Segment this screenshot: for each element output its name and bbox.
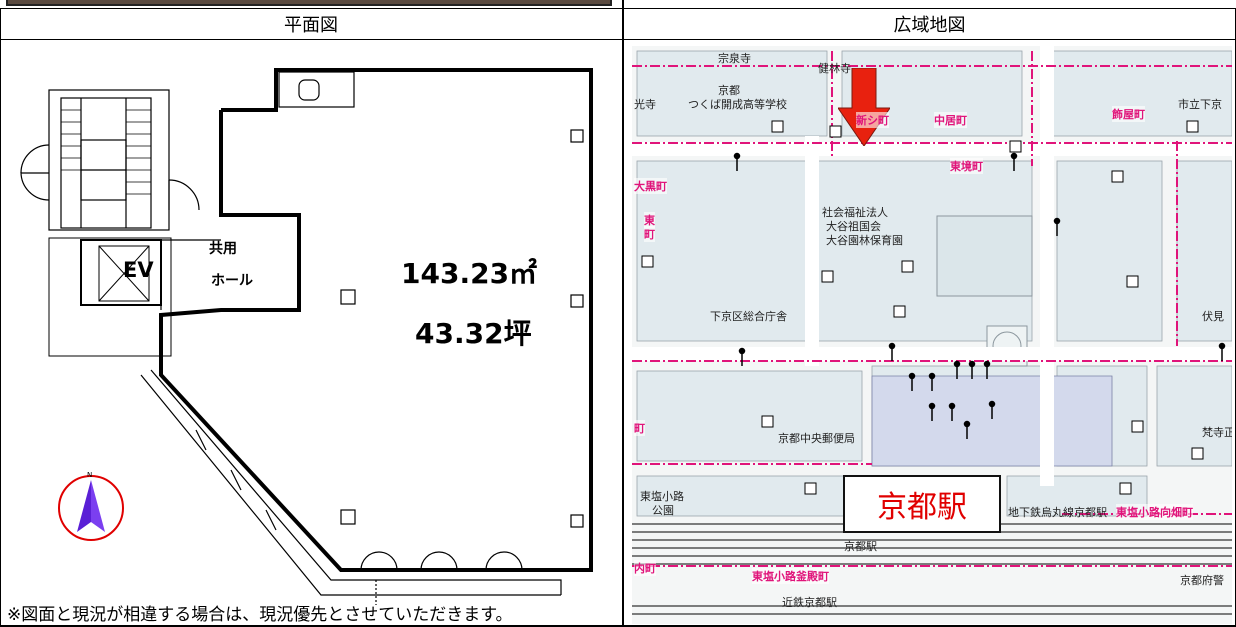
map-label-shimogyo-office: 下京区総合庁舎 [710,310,787,323]
disclaimer-note: ※図面と現況が相違する場合は、現況優先とさせていただきます。 [7,605,513,625]
common-hall-label-1: 共用 [209,241,237,257]
map-label-higashi: 東 [644,212,655,228]
common-hall-label-2: ホール [211,273,253,289]
floor-plan-header: 平面図 [284,15,338,36]
map-label-kajiya-cho: 飾屋町 [1112,106,1145,122]
map-label-subway-station: 地下鉄烏丸線京都駅 [1008,506,1107,519]
map-label-bonji: 梵寺正 [1202,426,1232,439]
map-label-machi: 町 [644,226,655,242]
north-compass [58,475,124,541]
map-label-nakai-cho: 中居町 [934,112,967,128]
ev-label: EV [123,258,154,282]
railway [632,523,1232,615]
map-label-mukaihata: 東塩小路向畑町 [1116,504,1193,520]
north-label: N [87,471,92,479]
elevator-shaft [48,237,172,357]
map-label-kyoto-fu-police: 京都府警 [1180,574,1224,587]
map-roads [632,46,1232,486]
floor-plan-cell: N EV 共用 ホール 143.23㎡ 43.32坪 ※図面と現況が相違する場合… [1,40,622,625]
map-label-kyoto-eki-small: 京都駅 [844,540,877,553]
table-left-border [0,8,1,627]
map-label-otani-sendo: 大谷祖国会 [826,220,881,233]
map-label-kyoto: 京都 [718,84,740,97]
wide-area-map: 宗泉寺 健林寺 京都 光寺 つくば開成高等学校 新シ町 中居町 飾屋町 市立下京… [632,46,1232,624]
map-label-kamidan: 東塩小路釜殿町 [752,568,829,584]
map-label-seki-cho: 町 [634,420,645,436]
map-label-otani-hoikuen: 大谷園林保育園 [826,234,903,247]
bus-stops [733,152,1226,439]
map-label-shinshi-cho: 新シ町 [856,112,889,128]
map-drawing [632,46,1232,624]
map-label-shinmachi: 内町 [634,560,656,576]
map-label-kenrinji: 健林寺 [818,62,851,75]
previous-row-strip [0,0,1236,9]
map-label-sojuji: 宗泉寺 [718,52,751,65]
map-label-tsukuba: つくば開成高等学校 [688,98,787,111]
area-sqm: 143.23㎡ [401,257,538,290]
map-label-chuo-post: 京都中央郵便局 [778,432,855,445]
kyoto-station-label: 京都駅 [843,475,1001,533]
map-label-kintetsu: 近鉄京都駅 [782,596,837,609]
column-divider [622,0,624,627]
area-tsubo: 43.32坪 [415,317,532,350]
table-bottom-border [0,625,1236,627]
map-label-koen: 公園 [652,504,674,517]
map-label-sekoji: 光寺 [634,98,656,111]
map-label-shiritsu: 市立下京 [1178,98,1222,111]
table-top-border [0,8,1236,9]
previous-photo-edge [6,0,612,6]
staircase [20,89,200,231]
map-label-higashishiokoji: 東塩小路 [640,490,684,503]
room-walls [159,68,593,572]
wide-map-header: 広域地図 [893,15,966,36]
map-label-fushimi: 伏見 [1202,310,1224,323]
district-boundaries [632,51,1232,567]
location-arrow-icon [838,68,890,146]
map-label-higashishio-cho: 東境町 [950,158,983,174]
map-label-shakai-fukushi: 社会福祉法人 [822,206,888,219]
header-bottom-border [0,39,1236,40]
parking-markers [641,120,1204,495]
floor-plan-drawing: N [20,68,593,605]
room-inner-lines [140,71,584,605]
map-label-daikoku-cho: 大黒町 [634,178,667,194]
